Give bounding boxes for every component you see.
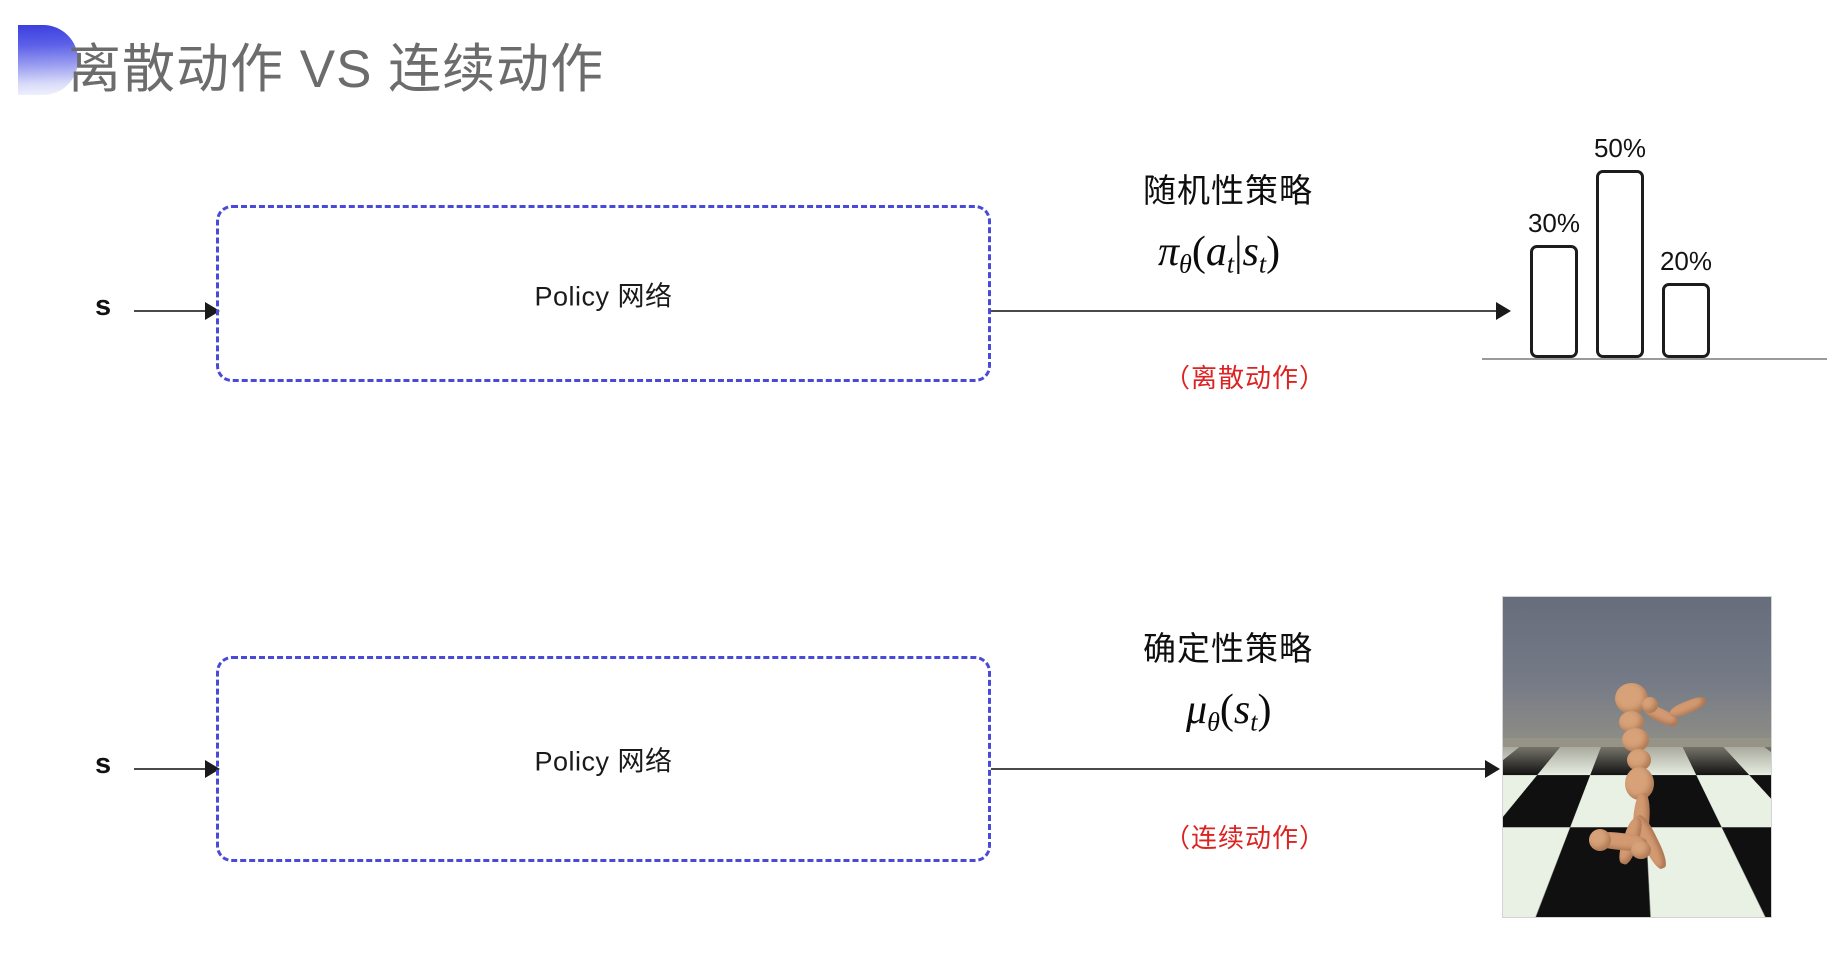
policy-network-label-top: Policy 网络 bbox=[534, 281, 673, 311]
formula-close-paren: ) bbox=[1257, 687, 1272, 733]
formula-conditional-bar: | bbox=[1234, 229, 1243, 275]
formula-subscript-theta: θ bbox=[1179, 249, 1192, 279]
bar-value-label: 30% bbox=[1527, 208, 1581, 238]
continuous-action-note: （连续动作） bbox=[1164, 823, 1327, 853]
formula-close-paren: ) bbox=[1266, 229, 1281, 275]
output-arrow-line-top bbox=[991, 310, 1509, 312]
discrete-action-note: （离散动作） bbox=[1164, 363, 1327, 393]
formula-arg-s: s bbox=[1242, 229, 1259, 275]
formula-open-paren: ( bbox=[1219, 687, 1234, 733]
policy-network-box-bottom[interactable]: Policy 网络 bbox=[216, 656, 991, 862]
humanoid-simulation-image bbox=[1502, 596, 1772, 918]
humanoid-chest-upper bbox=[1619, 711, 1644, 733]
formula-open-paren: ( bbox=[1191, 229, 1206, 275]
bar-value-label: 20% bbox=[1659, 246, 1713, 276]
input-arrow-line-top bbox=[134, 310, 216, 312]
title-bullet-icon bbox=[18, 25, 78, 95]
action-probability-bar-chart: 30% 上 50% 停 20% 下 bbox=[1472, 100, 1832, 667]
humanoid-chest-lower bbox=[1622, 728, 1649, 752]
output-arrow-line-bottom bbox=[991, 768, 1498, 770]
humanoid-knee bbox=[1589, 829, 1611, 851]
formula-arg-s-subscript: t bbox=[1250, 707, 1258, 737]
bar-rect bbox=[1596, 170, 1644, 358]
bar-value-label: 50% bbox=[1593, 133, 1647, 163]
output-arrow-head-top bbox=[1496, 302, 1511, 320]
input-arrow-line-bottom bbox=[134, 768, 216, 770]
chart-x-axis bbox=[1482, 358, 1827, 360]
policy-network-label-bottom: Policy 网络 bbox=[534, 746, 673, 777]
formula-symbol-pi: π bbox=[1158, 229, 1180, 275]
stochastic-policy-formula: πθ(at|st) bbox=[1158, 228, 1280, 279]
deterministic-policy-heading: 确定性策略 bbox=[1143, 630, 1313, 667]
stochastic-policy-heading: 随机性策略 bbox=[1143, 172, 1313, 209]
bar-rect bbox=[1530, 245, 1578, 358]
policy-network-box-top[interactable]: Policy 网络 bbox=[216, 205, 991, 382]
formula-arg-s-subscript: t bbox=[1258, 249, 1267, 279]
humanoid-hand bbox=[1642, 697, 1658, 713]
formula-arg-a-subscript: t bbox=[1226, 249, 1235, 279]
formula-arg-a: a bbox=[1205, 229, 1227, 275]
page-title: 离散动作 VS 连续动作 bbox=[68, 40, 605, 99]
state-label-top: s bbox=[95, 290, 112, 322]
state-label-bottom: s bbox=[95, 748, 112, 780]
formula-arg-s: s bbox=[1233, 687, 1251, 733]
output-arrow-head-bottom bbox=[1485, 760, 1500, 778]
humanoid-ankle bbox=[1631, 841, 1651, 859]
formula-symbol-mu: μ bbox=[1186, 687, 1208, 733]
bar-rect bbox=[1662, 283, 1710, 358]
formula-subscript-theta: θ bbox=[1207, 707, 1220, 737]
humanoid-abdomen bbox=[1627, 749, 1651, 771]
deterministic-policy-formula: μθ(st) bbox=[1186, 686, 1271, 737]
